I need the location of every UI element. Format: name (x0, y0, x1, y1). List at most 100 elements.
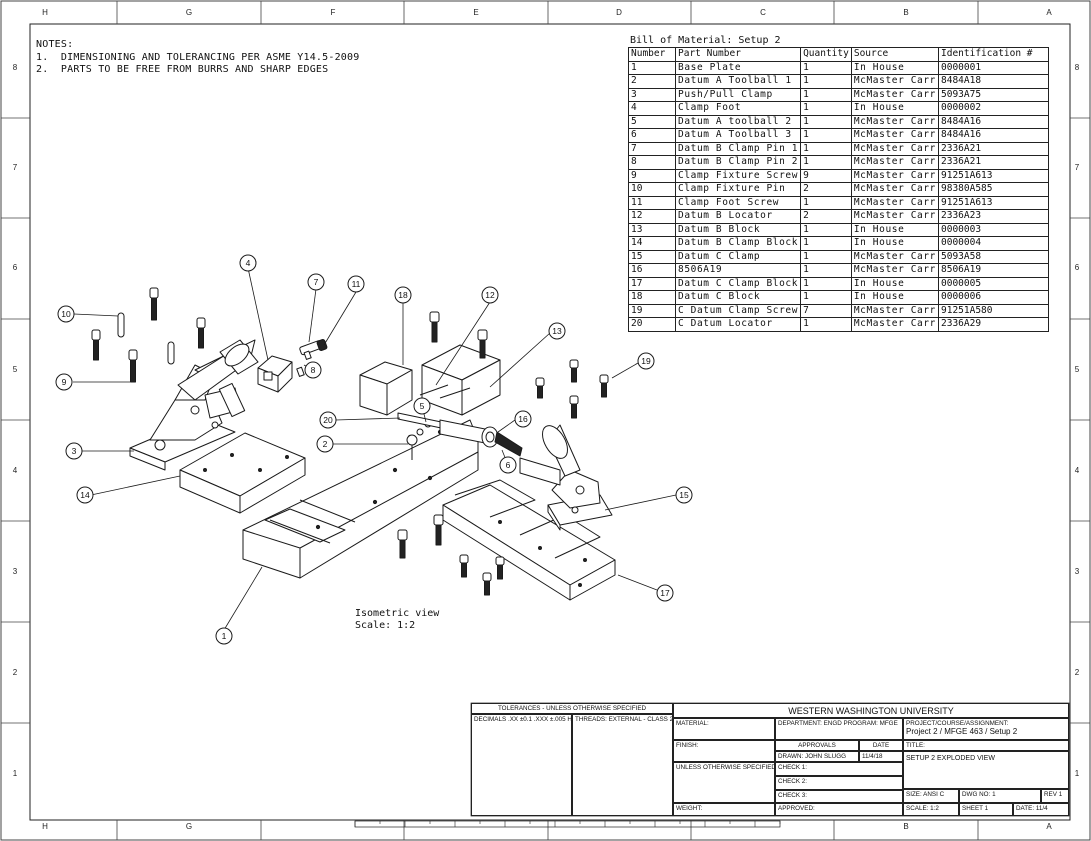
zone-label: 8 (12, 63, 18, 72)
bom-cell: 17 (628, 276, 676, 291)
bom-cell: 91251A580 (938, 303, 1049, 318)
bom-cell: 0000002 (938, 101, 1049, 116)
item-balloon (307, 273, 325, 291)
bom-cell: 8484A16 (938, 128, 1049, 143)
bom-cell: 1 (800, 60, 852, 75)
bom-cell: 8484A18 (938, 74, 1049, 89)
item-balloon-number: 9 (62, 377, 67, 387)
item-balloon (548, 322, 566, 340)
bom-cell: 11 (628, 195, 676, 210)
zone-label: C (760, 8, 766, 17)
weight-field: WEIGHT: (673, 803, 775, 816)
bom-cell: McMaster Carr (850, 317, 940, 332)
item-balloon (215, 627, 233, 645)
bom-cell: McMaster Carr (850, 168, 940, 183)
item-balloon (413, 397, 431, 415)
item-balloon (304, 361, 322, 379)
material-field: MATERIAL: (673, 718, 775, 740)
bom-cell: Clamp Foot Screw (674, 195, 802, 210)
bom-cell: 20 (628, 317, 676, 332)
bom-cell: McMaster Carr (850, 195, 940, 210)
item-balloon-number: 6 (506, 460, 511, 470)
check-3: CHECK 3: (775, 790, 903, 803)
item-balloon-number: 10 (61, 309, 71, 319)
bom-cell: 0000004 (938, 236, 1049, 251)
bom-cell: 8506A19 (938, 263, 1049, 278)
item-balloon (319, 411, 337, 429)
item-balloon-number: 19 (641, 356, 651, 366)
item-balloon-number: 18 (398, 290, 408, 300)
zone-label: 3 (12, 567, 18, 576)
zone-label: 5 (12, 365, 18, 374)
sheet-date: DATE: 11/4 (1013, 803, 1069, 816)
item-balloon-number: 17 (660, 588, 670, 598)
bom-cell: Clamp Fixture Pin (674, 182, 802, 197)
bom-cell: 1 (800, 236, 852, 251)
bom-cell: McMaster Carr (850, 303, 940, 318)
bom-cell: Datum B Block (674, 222, 802, 237)
bom-cell: McMaster Carr (850, 182, 940, 197)
bom-cell: Datum B Clamp Pin 2 (674, 155, 802, 170)
bom-cell: Datum C Block (674, 290, 802, 305)
bom-cell: 10 (628, 182, 676, 197)
bom-cell: 1 (800, 290, 852, 305)
bom-cell: 1 (800, 317, 852, 332)
tolerances-header: TOLERANCES - UNLESS OTHERWISE SPECIFIED (471, 703, 673, 714)
bom-cell: McMaster Carr (850, 141, 940, 156)
tolerance-decimals: DECIMALS .XX ±0.1 .XXX ±.005 HOLE Ø .XX … (471, 714, 572, 816)
notes-heading: NOTES: (36, 39, 74, 50)
bom-cell: McMaster Carr (850, 155, 940, 170)
approvals-header: APPROVALS (775, 740, 859, 751)
bom-cell: In House (850, 60, 940, 75)
item-balloon-number: 8 (311, 365, 316, 375)
zone-label: A (1046, 822, 1052, 831)
zone-label: 5 (1074, 365, 1080, 374)
bom-cell: 91251A613 (938, 168, 1049, 183)
check-1: CHECK 1: (775, 762, 903, 776)
zone-label: 7 (1074, 163, 1080, 172)
drawing-scale: SCALE: 1:2 (903, 803, 959, 816)
bom-cell: 91251A613 (938, 195, 1049, 210)
bom-cell: 1 (800, 195, 852, 210)
bom-cell: 1 (800, 128, 852, 143)
zone-label: D (616, 8, 622, 17)
revision: REV 1 (1041, 789, 1069, 803)
item-balloon (76, 486, 94, 504)
bom-cell: McMaster Carr (850, 128, 940, 143)
bom-cell: 3 (628, 87, 676, 102)
title-block: TOLERANCES - UNLESS OTHERWISE SPECIFIED … (471, 703, 1069, 816)
item-balloon-number: 12 (485, 290, 495, 300)
item-balloon (55, 373, 73, 391)
item-balloon-number: 2 (323, 439, 328, 449)
item-balloon-number: 5 (420, 401, 425, 411)
datum-b-clamp-pins (296, 338, 328, 377)
project-label: PROJECT/COURSE/ASSIGNMENT: (906, 720, 1009, 727)
bom-cell: In House (850, 222, 940, 237)
bom-cell: In House (850, 236, 940, 251)
clamp-fixture-screws (91, 287, 206, 383)
bom-cell: McMaster Carr (850, 87, 940, 102)
item-balloon-number: 16 (518, 414, 528, 424)
item-balloon-number: 20 (323, 415, 333, 425)
bom-cell: 5093A75 (938, 87, 1049, 102)
zone-label: 2 (12, 668, 18, 677)
drawn-by: DRAWN: JOHN SLUGG (775, 751, 859, 762)
bom-cell: 6 (628, 128, 676, 143)
bom-cell: 5093A58 (938, 249, 1049, 264)
zone-label: G (185, 8, 193, 17)
zone-label: 4 (1074, 466, 1080, 475)
bom-cell: 1 (800, 101, 852, 116)
bom-title: Bill of Material: Setup 2 (630, 35, 781, 46)
bom-header-cell: Identification # (938, 47, 1049, 62)
bom-cell: 2336A23 (938, 209, 1049, 224)
bom-cell: 8506A19 (674, 263, 802, 278)
item-balloon-number: 1 (222, 631, 227, 641)
